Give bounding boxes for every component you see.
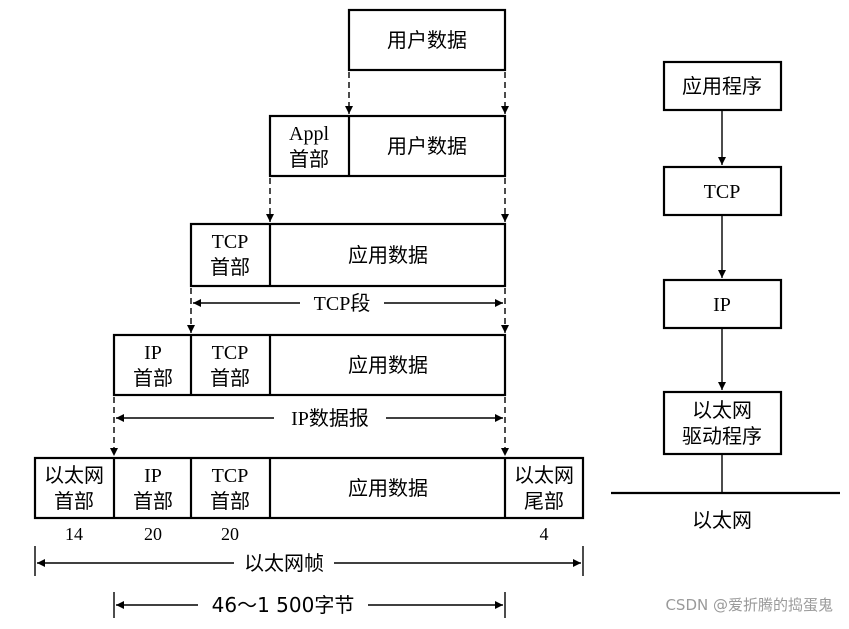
stack-ip-label: IP (713, 294, 731, 316)
tcp-header-label-2: 首部 (210, 255, 250, 279)
tcp-header-label-1: TCP (212, 231, 249, 253)
row-ethernet: 以太网 首部 IP 首部 TCP 首部 应用数据 以太网 尾部 (33, 456, 585, 520)
ip-header-label-2: 首部 (133, 489, 173, 513)
protocol-stack: 应用程序 TCP IP 以太网 驱动程序 以太网 (611, 60, 840, 532)
ethernet-trailer-size: 4 (540, 524, 549, 544)
ethernet-trailer-label-1: 以太网 (514, 463, 574, 487)
appl-header-label-1: Appl (289, 123, 329, 145)
appl-header-label-2: 首部 (289, 147, 329, 171)
stack-driver-label-2: 驱动程序 (682, 424, 762, 448)
tcp-segment-label: TCP段 (314, 292, 371, 315)
tcp-segment-span: TCP段 (193, 292, 503, 315)
row-tcp: TCP 首部 应用数据 (189, 222, 507, 288)
stack-driver-label-1: 以太网 (692, 398, 752, 422)
ethernet-header-label-2: 首部 (54, 489, 94, 513)
app-data-label: 应用数据 (348, 243, 428, 267)
tcp-header-label-1: TCP (212, 342, 249, 364)
ip-datagram-label: IP数据报 (291, 407, 369, 430)
app-data-label: 应用数据 (348, 476, 428, 500)
ethernet-frame-label: 以太网帧 (244, 551, 324, 575)
row-appl: Appl 首部 用户数据 (268, 114, 507, 178)
tcp-segment-box (189, 222, 507, 288)
ip-header-size: 20 (144, 524, 162, 544)
tcp-header-label-1: TCP (212, 465, 249, 487)
ethernet-header-size: 14 (65, 524, 83, 544)
appl-segment-box (268, 114, 507, 178)
payload-bytes-span: 46～1 500字节 (113, 592, 506, 618)
ethernet-trailer-label-2: 尾部 (524, 489, 564, 513)
stack-app-box (662, 60, 783, 112)
watermark: CSDN @爱折腾的捣蛋鬼 (665, 596, 833, 614)
ethernet-header-label-1: 以太网 (44, 463, 104, 487)
user-data-box (347, 8, 507, 72)
ip-header-label-2: 首部 (133, 366, 173, 390)
ip-datagram-span: IP数据报 (116, 407, 503, 430)
app-data-label: 应用数据 (348, 353, 428, 377)
ethernet-frame-box (33, 456, 585, 520)
tcp-header-label-2: 首部 (210, 366, 250, 390)
ip-datagram-box (112, 333, 507, 397)
stack-tcp-box (662, 165, 783, 217)
user-data-label: 用户数据 (387, 134, 467, 158)
row-ip: IP 首部 TCP 首部 应用数据 (112, 333, 507, 397)
stack-ip-box (662, 278, 783, 330)
tcp-header-label-2: 首部 (210, 489, 250, 513)
payload-bytes-label: 46～1 500字节 (212, 593, 355, 617)
tcp-header-size: 20 (221, 524, 239, 544)
stack-tcp-label: TCP (704, 181, 741, 203)
network-label: 以太网 (692, 508, 752, 532)
ethernet-frame-span: 以太网帧 (34, 546, 584, 576)
ip-header-label-1: IP (144, 465, 162, 487)
stack-driver-box (662, 390, 783, 456)
row-user-data: 用户数据 (347, 8, 507, 72)
stack-app-label: 应用程序 (682, 74, 762, 98)
user-data-label: 用户数据 (387, 28, 467, 52)
ip-header-label-1: IP (144, 342, 162, 364)
